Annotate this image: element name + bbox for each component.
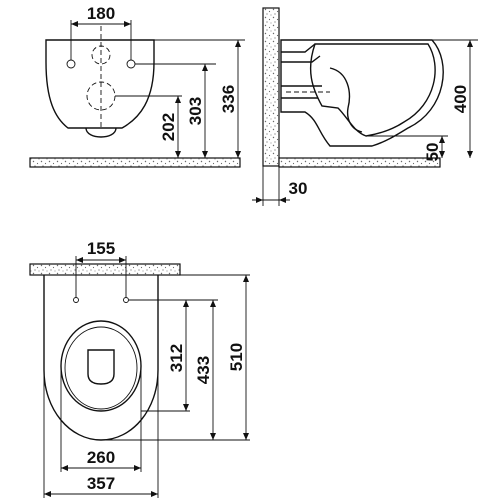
top-dim-312: 312 (167, 344, 186, 372)
side-view: 400 50 30 (252, 7, 478, 206)
side-dim-30: 30 (289, 179, 308, 198)
top-seat-inner (64, 326, 138, 410)
side-bowl-inner (309, 43, 436, 137)
side-dim-arrow-30-right (279, 197, 286, 203)
top-view: 155 312 433 510 260 357 (29, 239, 250, 498)
front-inlet-top (91, 45, 111, 65)
front-dim-202: 202 (159, 113, 178, 141)
front-view: 180 202 303 336 (29, 4, 245, 168)
side-dim-50: 50 (423, 143, 442, 162)
top-dim-260: 260 (87, 448, 115, 467)
side-wall (262, 7, 280, 167)
top-wall (29, 263, 181, 276)
front-outlet-lip (85, 127, 117, 138)
side-inlet-pipe (281, 43, 321, 63)
top-seat-hole (87, 349, 115, 385)
front-bowl-outline (45, 39, 155, 129)
top-seat-outer (60, 320, 142, 412)
front-floor-wall (29, 157, 241, 168)
top-dim-357: 357 (87, 474, 115, 493)
side-outlet-pipe (281, 85, 322, 99)
top-bolt-right (123, 297, 129, 303)
front-dim-336: 336 (219, 85, 238, 113)
top-bolt-left (73, 297, 79, 303)
top-dim-433: 433 (194, 356, 213, 384)
top-dim-510: 510 (227, 343, 246, 371)
front-dim-303: 303 (186, 97, 205, 125)
side-trap-wall (329, 67, 363, 133)
side-floor (278, 157, 441, 168)
front-bolt-left (66, 59, 76, 69)
side-dim-arrow-30-left (256, 197, 263, 203)
front-bolt-right (126, 59, 136, 69)
front-dim-180: 180 (87, 4, 115, 23)
side-bowl-outer (280, 39, 444, 147)
top-dim-155: 155 (87, 239, 115, 258)
side-dim-400: 400 (451, 85, 470, 113)
